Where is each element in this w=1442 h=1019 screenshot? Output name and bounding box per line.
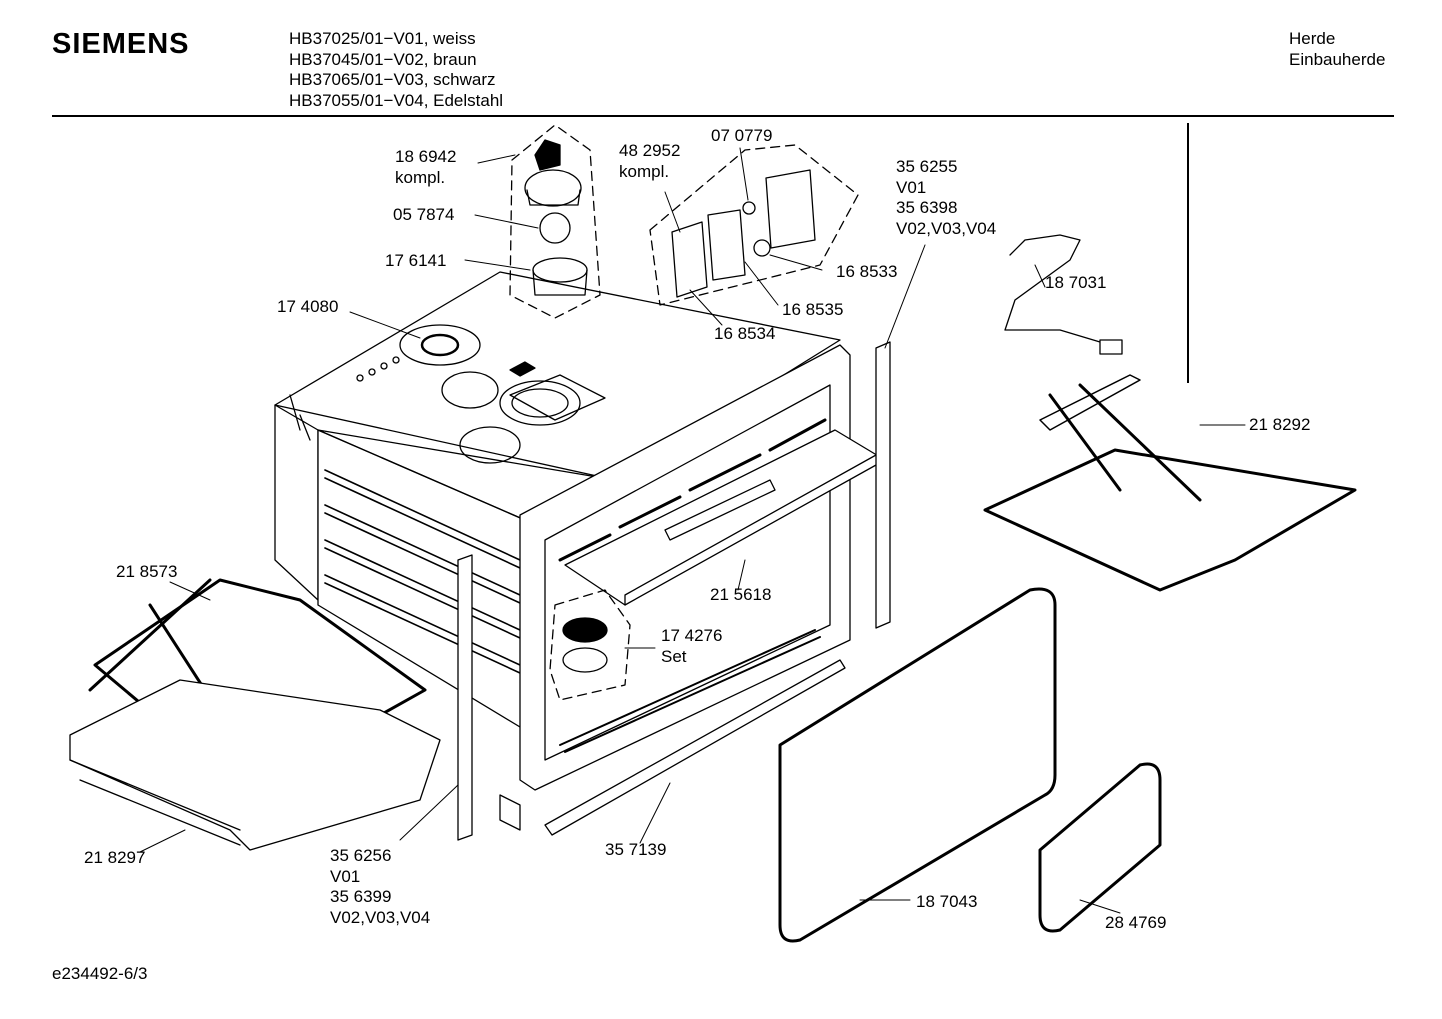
model-list: HB37025/01−V01, weiss HB37045/01−V02, br… <box>289 29 503 111</box>
part-label: 17 6141 <box>385 251 447 270</box>
header-divider <box>52 115 1394 117</box>
part-label: 21 8297 <box>84 848 146 867</box>
part-label: 16 8534 <box>714 324 776 343</box>
lamp-assembly <box>510 125 600 318</box>
section-divider <box>1187 123 1189 383</box>
fan-guard-plate <box>400 325 480 365</box>
part-label: 21 5618 <box>710 585 772 604</box>
part-label: 35 7139 <box>605 840 667 859</box>
model-line: HB37055/01−V04, Edelstahl <box>289 90 504 110</box>
model-line: HB37065/01−V03, schwarz <box>289 70 496 89</box>
part-label: 05 7874 <box>393 205 455 224</box>
category-line: Herde <box>1289 29 1336 48</box>
part-label: 35 6255 V01 35 6398 V02,V03,V04 <box>896 157 997 238</box>
top-heater <box>985 375 1355 590</box>
part-label: 48 2952 kompl. <box>619 141 681 181</box>
document-id: e234492-6/3 <box>52 964 148 983</box>
small-seal <box>1040 764 1160 931</box>
part-label: 17 4276 Set <box>661 626 723 666</box>
category: Herde Einbauherde <box>1289 29 1385 70</box>
side-rail-right <box>876 342 890 628</box>
part-label: 18 6942 kompl. <box>395 147 457 187</box>
model-line: HB37025/01−V01, weiss <box>289 29 476 48</box>
part-label: 28 4769 <box>1105 913 1167 932</box>
side-lamp-assembly <box>650 145 858 305</box>
oven-cavity <box>275 272 885 830</box>
insulation-mat <box>70 680 440 850</box>
door-seal <box>780 589 1055 941</box>
part-label: 21 8573 <box>116 562 178 581</box>
model-line: HB37045/01−V02, braun <box>289 49 477 69</box>
brand-logo: SIEMENS <box>52 28 190 60</box>
part-label: 16 8535 <box>782 300 844 319</box>
category-line: Einbauherde <box>1289 49 1386 69</box>
bottom-strip <box>545 660 845 835</box>
part-label: 07 0779 <box>711 126 773 145</box>
part-label: 17 4080 <box>277 297 339 316</box>
part-label: 18 7031 <box>1045 273 1107 292</box>
part-label: 35 6256 V01 35 6399 V02,V03,V04 <box>330 846 431 927</box>
part-label: 21 8292 <box>1249 415 1311 434</box>
part-label: 16 8533 <box>836 262 898 281</box>
filter-set <box>550 590 630 700</box>
part-label: 18 7043 <box>916 892 978 911</box>
leader-lines <box>140 148 1245 913</box>
temperature-sensor <box>1005 235 1122 354</box>
side-rail-left <box>458 555 472 840</box>
